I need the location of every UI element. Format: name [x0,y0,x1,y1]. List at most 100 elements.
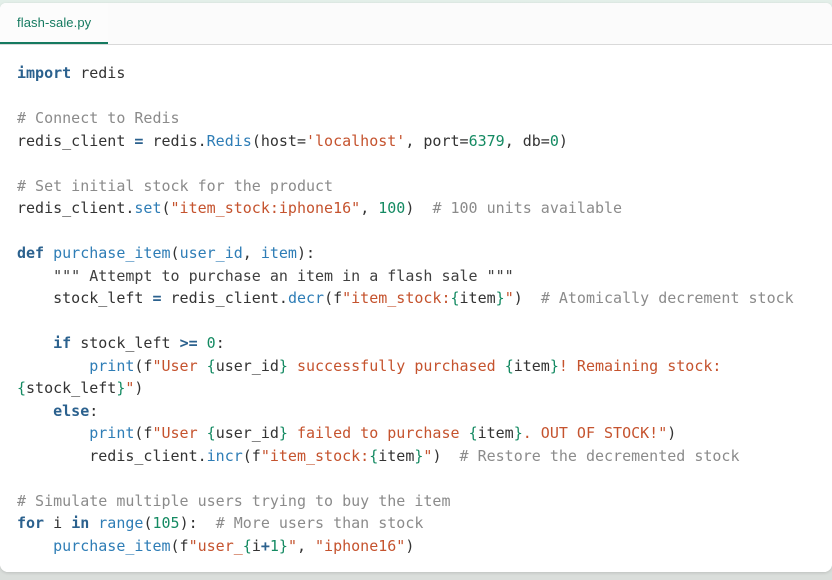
code-token: } [278,424,288,442]
code-token: item [378,446,415,465]
code-token: user_id [215,356,279,375]
code-token: } [116,379,126,397]
code-token: (f [134,424,153,442]
code-line: redis_client = redis.Redis(host='localho… [17,130,815,153]
code-token: # Set initial stock for the product [17,176,334,195]
code-token: item [477,424,514,442]
code-line: # Set initial stock for the product [17,175,815,198]
code-token: "item_stock: [260,446,370,465]
code-token: # Simulate multiple users trying to buy … [17,491,451,510]
code-token: { [206,356,216,375]
code-token: redis_client. [17,199,135,217]
code-token: user_id [179,244,243,262]
code-token: purchase_item [53,244,171,262]
code-token: >= [179,334,198,352]
code-token: purchase_item [53,536,171,555]
tab-bar: flash-sale.py [0,3,832,45]
code-token: "user_ [188,536,243,555]
code-token: item [260,244,297,262]
code-line [17,85,815,108]
code-token: "item_stock:iphone16" [170,199,361,217]
code-token: item [513,356,550,375]
code-token: { [206,424,216,442]
code-token: stock_left [17,289,153,307]
code-token: stock_left [26,379,117,397]
code-token: incr [206,446,243,465]
code-token: successfully purchased [287,356,505,375]
code-token: (f [242,446,261,465]
code-token: # Connect to Redis [17,109,180,127]
code-token: } [495,289,505,307]
code-token: ) [405,536,415,555]
code-token: ) [134,379,144,397]
code-token: : [89,401,99,420]
code-token: , [360,199,379,217]
code-token: "iphone16" [315,536,406,555]
code-token: } [414,446,424,465]
code-token: 1 [269,536,279,555]
code-token: ) [667,424,677,442]
code-line: redis_client.incr(f"item_stock:{item}") … [17,445,815,468]
code-token: redis. [143,131,207,150]
code-token: "User [152,356,207,375]
code-token: ): [179,514,216,532]
code-token: } [513,424,523,442]
code-token: for [17,514,45,532]
code-token: else [53,401,90,420]
code-line: for i in range(105): # More users than s… [17,512,815,535]
code-token [17,424,89,442]
code-token: , [296,536,316,555]
code-token: , port= [405,131,469,150]
code-token: : [215,334,225,352]
tab-flash-sale-py[interactable]: flash-sale.py [0,3,109,44]
code-token: (f [134,356,153,375]
code-token: in [71,514,90,532]
code-token: ( [161,199,171,217]
code-token: user_id [215,424,279,442]
code-token: " [287,536,297,555]
code-token: range [98,514,144,532]
code-token: print [89,356,135,375]
code-token: redis [71,64,126,82]
code-token: { [468,424,478,442]
code-token: (host= [251,131,306,150]
code-token: = [152,289,162,307]
code-token [89,514,98,532]
code-token: , [242,244,261,262]
code-token [198,334,207,352]
code-token: , db= [504,131,550,150]
code-token: { [450,289,460,307]
code-line: stock_left = redis_client.decr(f"item_st… [17,287,815,310]
code-token [17,334,53,352]
code-token: 100 [378,199,406,217]
code-token [17,267,53,285]
code-token: """ Attempt to purchase an item in a fla… [53,266,514,285]
code-token: failed to purchase [287,424,469,442]
code-token: "User [152,424,207,442]
code-token: { [504,356,514,375]
code-token: ) [513,289,541,307]
code-line: print(f"User {user_id} successfully purc… [17,355,815,400]
code-token: } [278,536,288,555]
code-token: redis_client. [17,446,207,465]
code-token [17,537,53,555]
code-token: set [134,199,162,217]
code-token: " [125,379,135,397]
code-token: redis_client [17,131,135,150]
code-line: if stock_left >= 0: [17,332,815,355]
code-token: redis_client. [161,289,288,307]
code-token: 0 [549,131,559,150]
code-line: redis_client.set("item_stock:iphone16", … [17,197,815,220]
code-token: # More users than stock [215,514,424,532]
code-token: ) [432,446,460,465]
code-token: # 100 units available [432,199,623,217]
code-token: ) [558,131,568,150]
code-token: } [549,356,559,375]
code-token: decr [287,289,325,307]
code-token: def [17,244,45,262]
code-token: (f [324,289,343,307]
code-token: ! Remaining stock: [558,356,731,375]
code-token: + [260,536,270,555]
code-token: { [17,379,27,397]
code-token: (f [170,536,189,555]
